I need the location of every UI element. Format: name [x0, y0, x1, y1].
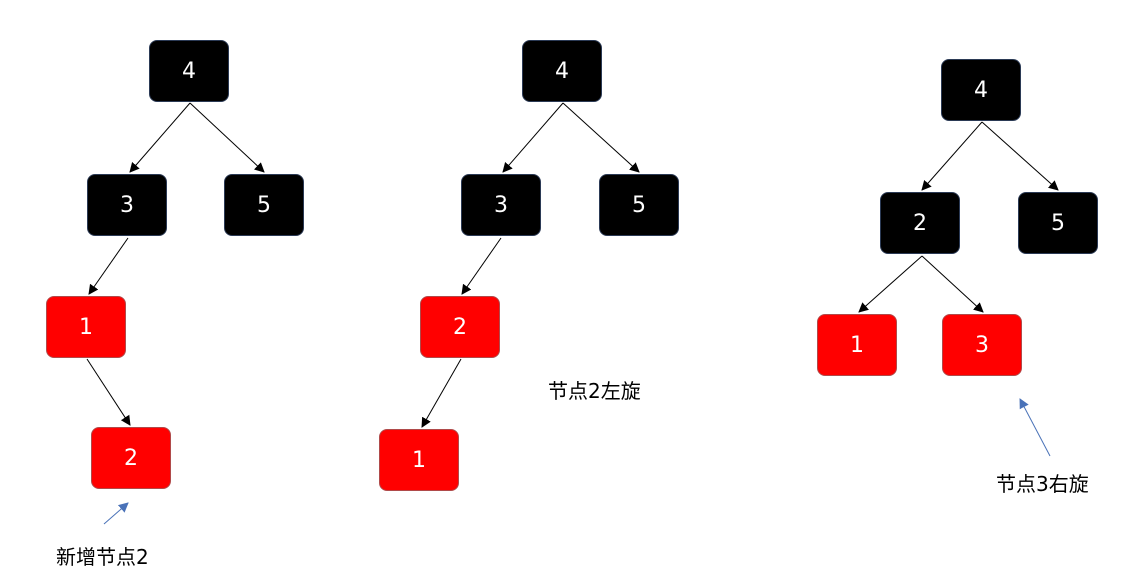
tree3-node-right: 5	[1018, 192, 1098, 254]
edge-t3-4-2	[921, 121, 983, 191]
pointer-arrow-rotation	[1019, 398, 1051, 457]
edge-t2-2-1	[421, 358, 462, 428]
tree3-node-left-left: 1	[817, 314, 897, 376]
tree1-node-left-left: 1	[46, 296, 126, 358]
edge-t1-4-5	[189, 102, 265, 173]
edge-t3-4-5	[981, 121, 1059, 191]
tree3-node-left: 2	[880, 192, 960, 254]
tree2-node-right: 5	[599, 174, 679, 236]
tree2-node-root: 4	[522, 40, 602, 102]
tree1-node-root: 4	[149, 40, 229, 102]
edge-t2-4-3	[502, 102, 564, 173]
edge-t2-3-2	[461, 237, 502, 295]
tree2-node-left-left: 2	[420, 296, 500, 358]
edge-t2-4-5	[562, 102, 640, 173]
tree1-node-left: 3	[87, 174, 167, 236]
edge-t1-4-3	[129, 102, 191, 173]
caption-left-rotation: 节点2左旋	[548, 379, 641, 403]
tree1-node-right: 5	[224, 174, 304, 236]
edge-t1-1-2	[86, 358, 131, 426]
caption-right-rotation: 节点3右旋	[996, 472, 1089, 496]
tree3-node-root: 4	[941, 59, 1021, 121]
pointer-arrow-new-node	[103, 502, 129, 525]
tree1-node-new: 2	[91, 427, 171, 489]
tree3-node-left-right: 3	[942, 314, 1022, 376]
caption-new-node: 新增节点2	[56, 545, 149, 569]
tree2-node-left: 3	[461, 174, 541, 236]
edge-t1-3-1	[88, 237, 129, 295]
edge-t3-2-1	[858, 255, 923, 313]
tree2-node-left-left-left: 1	[379, 429, 459, 491]
edge-t3-2-3	[921, 255, 984, 313]
